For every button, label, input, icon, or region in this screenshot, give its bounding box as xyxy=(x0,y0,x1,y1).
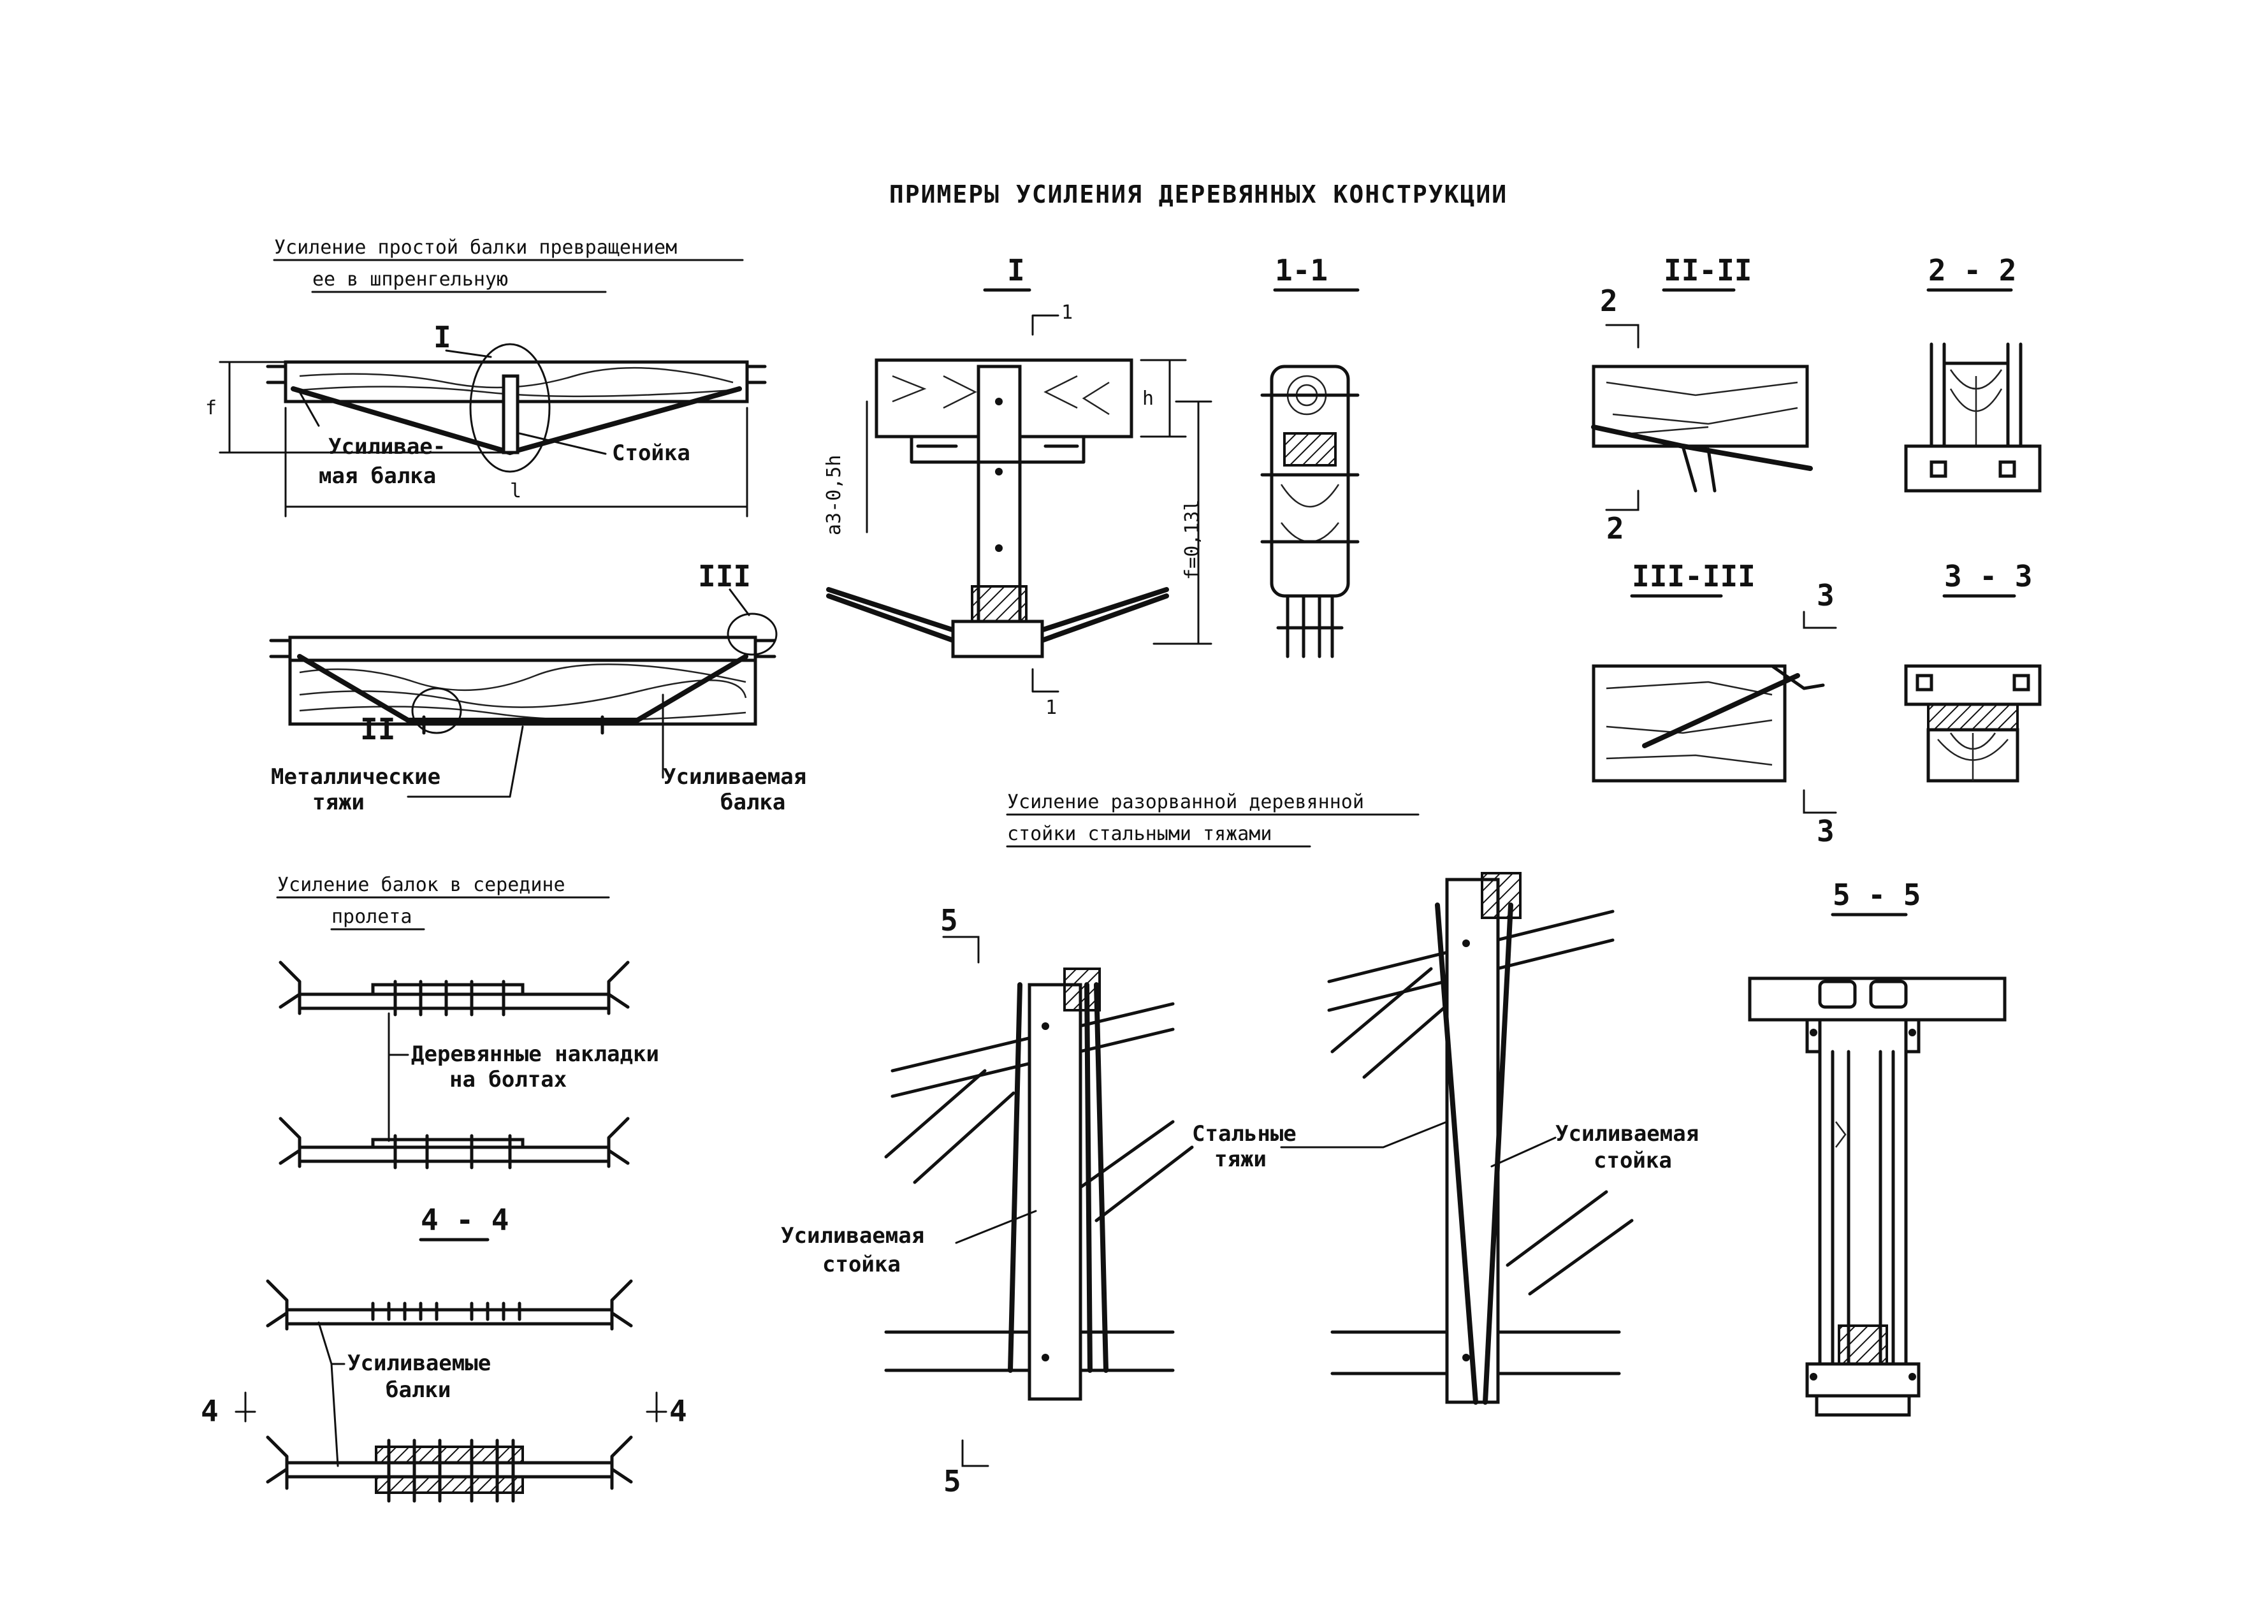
label-reinforced-beams-2: балки xyxy=(386,1377,451,1403)
section-3-3: 3 - 3 xyxy=(1904,559,2042,783)
cut-3-top: 3 xyxy=(1817,578,1835,613)
caption-mid-span-line1: Усиление балок в середине xyxy=(277,874,565,896)
label-reinforced-post-b-1: Усиливаемая xyxy=(1555,1121,1699,1147)
cut-1-bottom: 1 xyxy=(1045,697,1057,719)
caption-mid-span-line2: пролета xyxy=(331,906,412,928)
cut-1-top: 1 xyxy=(1061,301,1073,324)
label-steel-rods-2: тяжи xyxy=(1214,1147,1267,1172)
caption-broken-post-line2: стойки стальными тяжами xyxy=(1007,823,1272,845)
cut-2-bottom: 2 xyxy=(1606,511,1624,546)
section-III-III: III-III 3 3 xyxy=(1592,559,1837,848)
dim-f: f xyxy=(205,397,217,419)
label-reinforced-beam-1: Усиливаемая xyxy=(663,764,806,790)
section-3-3-title: 3 - 3 xyxy=(1944,559,2032,593)
mid-span-beam-b xyxy=(279,1117,630,1170)
dim-a: a3-0,5h xyxy=(823,455,845,535)
label-wood-plates-2: на болтах xyxy=(449,1067,567,1092)
mid-span-beam-a xyxy=(279,961,630,1017)
cut-4-left: 4 xyxy=(201,1394,219,1428)
beam-to-truss-caption: Усиление простой балки превращением ее в… xyxy=(273,236,744,293)
cut-4-right: 4 xyxy=(669,1394,687,1428)
section-2-2-title: 2 - 2 xyxy=(1928,253,2016,287)
detail-I: I 1 h a3-0,5h f=0,13l 1 xyxy=(823,253,1212,719)
broken-post-b: Стальные тяжи Усиливаемая стойка xyxy=(1192,872,1699,1405)
metal-rods-elevation: II III Металлические тяжи Усиливаемая ба… xyxy=(269,559,806,815)
label-post: Стойка xyxy=(612,440,690,466)
label-reinforced-post-a-1: Усиливаемая xyxy=(781,1223,924,1249)
label-reinforced-beam-hyph-2: мая балка xyxy=(319,463,436,489)
label-steel-rods-1: Стальные xyxy=(1192,1121,1297,1147)
section-1-1-title: 1-1 xyxy=(1275,253,1328,287)
label-metal-rods-2: тяжи xyxy=(312,790,365,815)
mid-span-beam-c xyxy=(266,1279,633,1331)
cut-3-bottom: 3 xyxy=(1817,814,1835,848)
detail-I-marker: I xyxy=(433,320,451,354)
label-reinforced-beam-hyph-1: Усиливае- xyxy=(328,434,446,460)
label-metal-rods-1: Металлические xyxy=(271,764,440,790)
label-reinforced-beam-2: балка xyxy=(720,790,785,815)
sheet-title: ПРИМЕРЫ УСИЛЕНИЯ ДЕРЕВЯННЫХ КОНСТРУКЦИИ xyxy=(889,180,1508,208)
mid-span-caption: Усиление балок в середине пролета xyxy=(276,874,610,931)
caption-broken-post-line1: Усиление разорванной деревянной xyxy=(1007,791,1364,813)
section-4-4-title: 4 - 4 xyxy=(421,1203,509,1237)
broken-post-caption: Усиление разорванной деревянной стойки с… xyxy=(1006,791,1420,848)
detail-III-marker: III xyxy=(698,559,751,593)
mid-span-beam-d xyxy=(266,1435,633,1503)
section-1-1: 1-1 xyxy=(1260,253,1360,658)
section-II-II-title: II-II xyxy=(1664,253,1752,287)
trussed-beam-elevation: f l I Усиливае- мая балка Стойка xyxy=(205,320,767,518)
cut-5-top: 5 xyxy=(940,903,958,938)
detail-I-title: I xyxy=(1007,253,1025,287)
dim-f-eq: f=0,13l xyxy=(1181,500,1203,580)
cut-5-bottom: 5 xyxy=(943,1464,961,1498)
cut-2-top: 2 xyxy=(1600,284,1618,318)
label-reinforced-post-a-2: стойка xyxy=(822,1252,901,1277)
dim-h: h xyxy=(1142,388,1154,410)
caption-beam-to-truss-line2: ее в шпренгельную xyxy=(312,268,508,291)
caption-beam-to-truss-line1: Усиление простой балки превращением xyxy=(274,236,677,259)
dim-l: l xyxy=(510,480,521,502)
section-5-5-title: 5 - 5 xyxy=(1833,878,1921,912)
section-III-III-title: III-III xyxy=(1632,559,1756,593)
label-reinforced-beams-1: Усиливаемые xyxy=(347,1351,491,1376)
section-2-2: 2 - 2 xyxy=(1904,253,2042,493)
section-5-5: 5 - 5 xyxy=(1748,878,2007,1417)
section-II-II: II-II 2 2 xyxy=(1591,253,1813,546)
label-reinforced-post-b-2: стойка xyxy=(1594,1148,1672,1173)
label-wood-plates-1: Деревянные накладки xyxy=(411,1041,659,1067)
broken-post-a: 5 5 Усиливаемая стойка xyxy=(781,903,1194,1498)
detail-II-marker: II xyxy=(360,712,395,746)
